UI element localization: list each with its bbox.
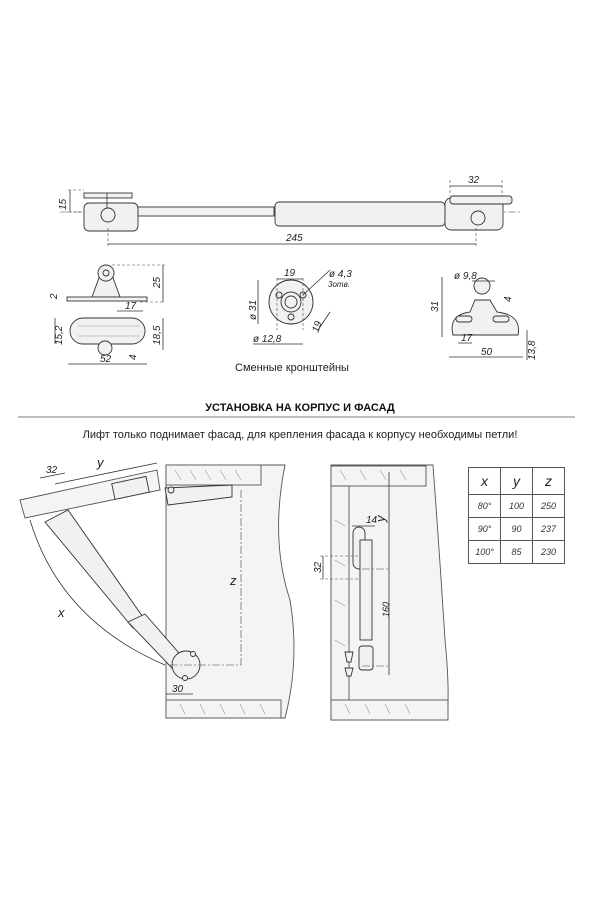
table-cell: 250 [532, 494, 565, 518]
dim-round-19-top: 19 [284, 268, 296, 279]
dim-32-side: 32 [313, 561, 324, 573]
section-title: УСТАНОВКА НА КОРПУС И ФАСАД [205, 402, 395, 414]
dim-right-slot: 17 [461, 333, 473, 344]
dim-round-diameter: ø 31 [248, 300, 259, 320]
table-cell: 230 [532, 540, 565, 564]
label-z: z [229, 573, 237, 588]
dim-strut-end: 32 [468, 175, 480, 186]
dim-bracket-base: 2 [49, 293, 60, 300]
bracket-left-drawing: 2 25 17 15,2 18,5 52 4 [49, 264, 165, 365]
table-cell: 100° [468, 540, 501, 564]
table-cell: 85 [500, 540, 533, 564]
table-cell: 80° [468, 494, 501, 518]
dim-width-2: 18,5 [152, 325, 163, 345]
bracket-right-drawing: ø 9,8 31 4 17 50 13,8 [430, 271, 538, 360]
table-cell: 100 [500, 494, 533, 518]
table-cell: 237 [532, 517, 565, 541]
table-row: 90° 90 237 [468, 517, 565, 541]
table-cell: 90° [468, 517, 501, 541]
brackets-caption: Сменные кронштейны [235, 362, 349, 374]
dim-right-h2: 13,8 [527, 340, 538, 360]
dim-width-1: 15,2 [54, 325, 65, 345]
label-y: y [96, 455, 105, 470]
dim-bracket-height: 25 [152, 276, 163, 289]
gas-strut-drawing: 15 245 32 [58, 175, 520, 248]
dim-hole-diameter: ø 4,3 [329, 269, 352, 280]
table-header-row: x y z [468, 467, 565, 495]
install-side-drawing: 14 y 32 160 [313, 464, 449, 721]
dim-strut-height: 15 [58, 198, 69, 210]
table-row: 80° 100 250 [468, 494, 565, 518]
dim-14: 14 [366, 515, 378, 526]
label-y-side: y [373, 514, 388, 523]
table-cell: 90 [500, 517, 533, 541]
dim-flap-32: 32 [46, 465, 58, 476]
label-x: x [57, 605, 65, 620]
bracket-round-drawing: 19 ø 4,3 3отв. ø 31 19 ø 12,8 [248, 268, 352, 345]
dim-offset: 4 [128, 354, 139, 360]
dim-strut-length: 245 [285, 233, 303, 244]
dim-round-19-diag: 19 [310, 319, 324, 334]
table-row: 100° 85 230 [468, 540, 565, 564]
dim-holes-count: 3отв. [328, 280, 350, 289]
dim-inner-diameter: ø 12,8 [253, 334, 282, 345]
dim-right-length: 50 [481, 347, 493, 358]
install-open-flap-drawing: 32 y z x 30 [19, 455, 295, 719]
dim-pin-diameter: ø 9,8 [454, 271, 477, 282]
dim-160: 160 [381, 602, 391, 617]
dim-right-height: 31 [430, 301, 441, 312]
dim-30: 30 [172, 684, 184, 695]
dim-slot: 17 [125, 301, 137, 312]
table-header: x [468, 467, 501, 495]
dim-right-offset: 4 [503, 296, 514, 302]
table-header: z [532, 467, 565, 495]
table-header: y [500, 467, 533, 495]
dim-length: 52 [100, 354, 112, 365]
angle-table: x y z 80° 100 250 90° 90 237 100° 85 230 [468, 467, 565, 564]
warning-note: Лифт только поднимает фасад, для креплен… [83, 429, 518, 441]
